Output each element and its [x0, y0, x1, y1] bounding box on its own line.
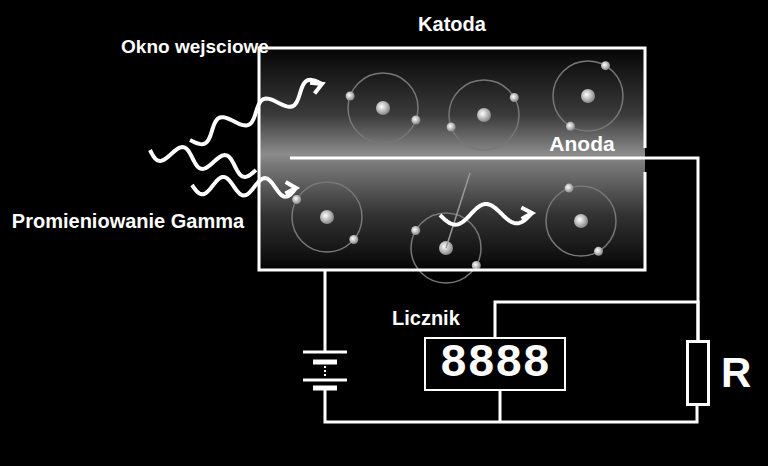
- gamma-wave: [150, 147, 256, 177]
- wave-arrowhead: [285, 182, 296, 194]
- nucleus: [477, 108, 491, 122]
- window-label: Okno wejsciowe: [120, 36, 270, 59]
- electron: [349, 235, 358, 244]
- tube-outline: [259, 48, 645, 270]
- orbit: [449, 80, 519, 150]
- circuit-wire: [495, 302, 698, 340]
- orbit: [553, 61, 623, 131]
- gamma-wave: [440, 204, 532, 225]
- resistor-symbol: R: [686, 340, 710, 406]
- electron: [565, 184, 574, 193]
- anode-wire: [290, 157, 645, 160]
- electron: [411, 226, 420, 235]
- anode-label: Anoda: [532, 131, 632, 156]
- radiation-label: Promieniowanie Gamma: [8, 209, 248, 233]
- battery-symbol: [303, 352, 347, 388]
- node-label: Licznik: [392, 308, 460, 328]
- electron: [510, 93, 519, 102]
- electron: [447, 122, 456, 131]
- wave-arrowhead: [521, 207, 532, 219]
- wave-arrowhead: [310, 83, 322, 94]
- node-label: Katoda: [418, 14, 486, 34]
- nucleus: [320, 210, 334, 224]
- nucleus: [574, 214, 588, 228]
- electron: [566, 122, 575, 131]
- bottom-wire: [325, 270, 697, 422]
- nucleus: [376, 101, 390, 115]
- gamma-wave: [190, 80, 322, 144]
- gamma-waves: [150, 80, 532, 225]
- atoms: [292, 61, 623, 283]
- electron: [292, 195, 301, 204]
- nucleus: [581, 89, 595, 103]
- circuit-wire: [645, 158, 698, 340]
- counter-display: Licznik8888: [424, 337, 566, 391]
- geiger-tube: Katoda: [259, 48, 645, 270]
- electron: [346, 92, 355, 101]
- orbit: [348, 73, 418, 143]
- orbit: [546, 186, 616, 256]
- counter-digits: 8888: [440, 341, 550, 387]
- gamma-wave: [192, 177, 296, 197]
- electron: [601, 61, 610, 70]
- ionisation-track: [446, 173, 470, 248]
- node-label: R: [721, 352, 751, 394]
- orbit: [292, 182, 362, 252]
- electron: [594, 247, 603, 256]
- electron: [411, 115, 420, 124]
